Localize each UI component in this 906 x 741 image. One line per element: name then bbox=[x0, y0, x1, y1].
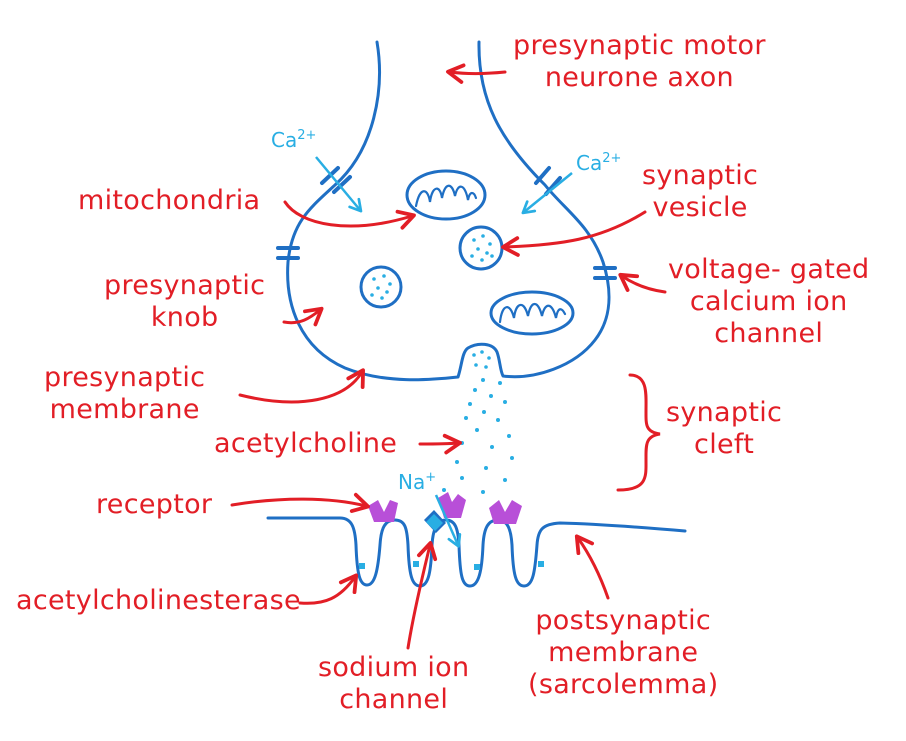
calcium-channel-side-right bbox=[593, 266, 617, 280]
acetylcholine-pointer-arrow bbox=[418, 433, 462, 455]
fusing-vesicle-contents bbox=[472, 350, 491, 369]
label-mitochondria: mitochondria bbox=[78, 185, 261, 216]
label-synaptic-vesicle: synaptic vesicle bbox=[642, 160, 759, 223]
acetylcholinesterase-enzymes bbox=[359, 561, 544, 570]
label-receptor: receptor bbox=[96, 489, 213, 520]
synaptic-vesicle-left bbox=[359, 265, 403, 309]
presynaptic-membrane-outline bbox=[286, 40, 611, 382]
sodium-ion-label: Na+ bbox=[398, 470, 437, 494]
receptor-3 bbox=[489, 500, 522, 524]
vesicle-pointer-arrow bbox=[501, 210, 647, 257]
label-sodium-ion-channel: sodium ion channel bbox=[318, 652, 470, 715]
axon-pointer-arrow bbox=[446, 63, 507, 84]
sodium-influx-arrow bbox=[434, 494, 462, 548]
knob-pointer-arrow bbox=[282, 306, 324, 327]
label-presynaptic-motor-neurone-axon: presynaptic motor neurone axon bbox=[513, 30, 766, 93]
calcium-ion-label-right: Ca2+ bbox=[576, 151, 622, 175]
label-synaptic-cleft: synaptic cleft bbox=[666, 397, 783, 460]
label-postsynaptic-membrane: postsynaptic membrane (sarcolemma) bbox=[528, 605, 719, 700]
synaptic-vesicle-right bbox=[458, 225, 504, 271]
label-presynaptic-membrane: presynaptic membrane bbox=[44, 362, 206, 425]
calcium-channel-right bbox=[534, 166, 562, 196]
receptor-2 bbox=[438, 492, 466, 518]
calcium-influx-arrow-right bbox=[521, 172, 573, 215]
synaptic-cleft-brace bbox=[616, 373, 661, 492]
post-membrane-pointer-arrow bbox=[574, 534, 610, 600]
calcium-ion-label-left: Ca2+ bbox=[271, 128, 317, 152]
mitochondrion-lower bbox=[489, 290, 575, 336]
mitochondria-pointer-arrow bbox=[283, 200, 416, 230]
calcium-influx-arrow-left bbox=[315, 156, 363, 213]
ache-pointer-arrow bbox=[298, 573, 359, 605]
postsynaptic-membrane-outline bbox=[266, 516, 687, 588]
calcium-channel-side-left bbox=[276, 246, 300, 260]
acetylcholine-molecules bbox=[442, 378, 514, 494]
pre-membrane-pointer-arrow bbox=[238, 368, 365, 404]
receptor-1 bbox=[368, 500, 398, 522]
sodium-channel-pointer-arrow bbox=[406, 541, 438, 650]
sodium-channel bbox=[424, 510, 446, 533]
label-acetylcholinesterase: acetylcholinesterase bbox=[16, 585, 301, 616]
label-acetylcholine: acetylcholine bbox=[214, 428, 398, 459]
label-presynaptic-knob: presynaptic knob bbox=[104, 270, 266, 333]
label-voltage-gated-calcium-ion-channel: voltage- gated calcium ion channel bbox=[668, 254, 870, 349]
vgcc-pointer-arrow bbox=[618, 272, 667, 294]
receptor-pointer-arrow bbox=[230, 492, 370, 513]
mitochondrion-upper bbox=[405, 169, 487, 221]
